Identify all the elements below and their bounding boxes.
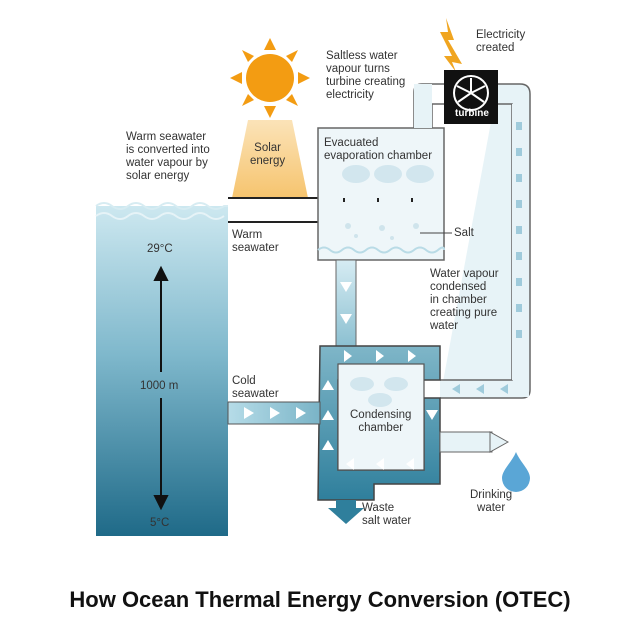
label-saltless-vapour: Saltless water vapour turns turbine crea… xyxy=(326,50,406,101)
cloud-icon xyxy=(350,377,408,407)
label-evaporation-chamber: Evacuated evaporation chamber xyxy=(324,137,433,162)
label-temp-bottom: 5°C xyxy=(150,517,170,529)
label-warm-seawater: Warm seawater xyxy=(232,229,279,254)
turbine-icon xyxy=(444,70,498,124)
label-vapour-condensed: Water vapour condensed in chamber creati… xyxy=(430,268,499,332)
label-drinking-water: Drinking water xyxy=(470,489,513,514)
label-electricity: Electricity created xyxy=(476,29,526,54)
label-temp-top: 29°C xyxy=(147,243,173,255)
depth-arrow xyxy=(153,265,169,511)
label-salt: Salt xyxy=(454,227,474,239)
otec-diagram xyxy=(95,18,531,536)
evaporation-chamber xyxy=(317,127,445,261)
lightning-icon xyxy=(440,18,462,72)
solar-beam xyxy=(232,120,308,198)
caption: How Ocean Thermal Energy Conversion (OTE… xyxy=(69,587,571,612)
cold-water-pipe xyxy=(227,401,321,425)
condensing-chamber xyxy=(317,345,441,501)
label-turbine: turbine xyxy=(455,108,489,119)
water-drop-icon xyxy=(502,452,530,492)
label-warm-converted: Warm seawater is converted into water va… xyxy=(126,131,210,182)
waste-outlet xyxy=(328,500,364,524)
drinking-water-pipe xyxy=(439,431,510,453)
cloud-icon xyxy=(342,165,434,183)
vapour-pipe xyxy=(413,83,531,399)
label-cold-seawater: Cold seawater xyxy=(232,375,279,400)
label-condensing-chamber: Condensing chamber xyxy=(350,409,412,434)
label-solar: Solar energy xyxy=(250,142,286,167)
warm-water-pipe xyxy=(335,259,357,347)
label-waste: Waste salt water xyxy=(362,502,412,527)
sun-icon xyxy=(230,38,310,118)
label-depth: 1000 m xyxy=(140,380,179,392)
